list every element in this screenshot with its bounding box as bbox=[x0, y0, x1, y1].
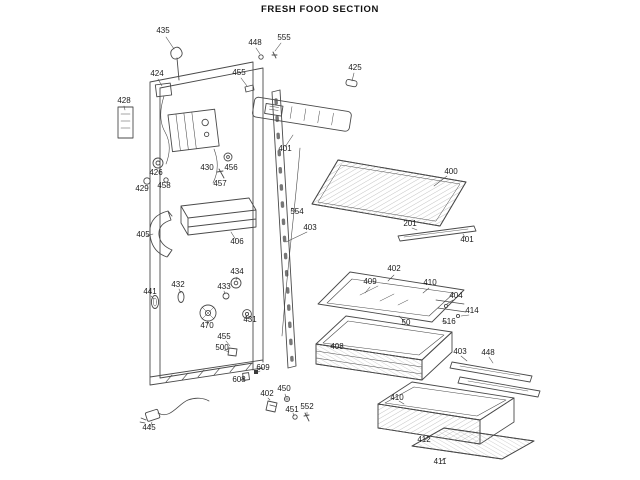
plug-609 bbox=[254, 370, 258, 374]
part-label-405: 405 bbox=[136, 230, 150, 239]
washer-458 bbox=[163, 177, 169, 183]
bottom-fasteners bbox=[242, 370, 310, 422]
screw-555 bbox=[271, 51, 278, 59]
bracket-500 bbox=[227, 347, 238, 357]
leader-lines bbox=[123, 36, 494, 462]
part-label-403: 403 bbox=[303, 223, 317, 232]
part-label-457: 457 bbox=[213, 179, 227, 188]
part-label-433: 433 bbox=[217, 282, 231, 291]
part-label-430: 430 bbox=[200, 163, 214, 172]
part-label-451: 451 bbox=[285, 405, 299, 414]
heater-wire-554 bbox=[281, 147, 301, 337]
plug-445 bbox=[144, 408, 161, 422]
part-label-554: 554 bbox=[290, 207, 304, 216]
corner-bracket-455 bbox=[244, 84, 255, 93]
part-label-408: 408 bbox=[330, 342, 344, 351]
part-label-50: 50 bbox=[402, 318, 411, 327]
grommet-429 bbox=[143, 177, 151, 185]
part-label-448: 448 bbox=[481, 348, 495, 357]
power-cord bbox=[139, 397, 210, 424]
snack-pan bbox=[315, 315, 453, 381]
part-label-609: 609 bbox=[256, 363, 270, 372]
part-label-450: 450 bbox=[277, 384, 291, 393]
part-label-201: 201 bbox=[403, 219, 417, 228]
part-label-426: 426 bbox=[149, 168, 163, 177]
gasket-432 bbox=[177, 291, 185, 303]
roller-431 bbox=[242, 309, 252, 319]
clip-425 bbox=[345, 79, 358, 88]
part-label-402: 402 bbox=[260, 389, 274, 398]
relay-424 bbox=[154, 82, 173, 98]
control-unit bbox=[117, 82, 233, 185]
part-label-411: 411 bbox=[434, 457, 447, 466]
part-label-428: 428 bbox=[117, 96, 131, 105]
stud-516 bbox=[455, 313, 461, 319]
screw-552 bbox=[303, 412, 310, 422]
part-label-552: 552 bbox=[300, 402, 314, 411]
part-label-402: 402 bbox=[387, 264, 401, 273]
stud-414 bbox=[443, 303, 449, 309]
part-label-456: 456 bbox=[224, 163, 238, 172]
part-label-403: 403 bbox=[453, 347, 467, 356]
part-label-445: 445 bbox=[142, 423, 156, 432]
screw-457 bbox=[216, 168, 225, 179]
part-label-448: 448 bbox=[248, 38, 262, 47]
bushing-456 bbox=[223, 152, 233, 162]
bracket-428 bbox=[117, 106, 134, 139]
part-label-429: 429 bbox=[135, 184, 149, 193]
part-label-500: 500 bbox=[215, 343, 229, 352]
part-label-409: 409 bbox=[363, 277, 377, 286]
part-label-410: 410 bbox=[423, 278, 437, 287]
part-label-412: 412 bbox=[417, 435, 431, 444]
grommet-435 bbox=[170, 46, 183, 81]
page-title: FRESH FOOD SECTION bbox=[261, 4, 379, 15]
trim-strip bbox=[397, 225, 477, 242]
part-label-432: 432 bbox=[171, 280, 185, 289]
clip-608 bbox=[242, 372, 250, 381]
washer-451 bbox=[292, 414, 298, 420]
part-label-470: 470 bbox=[200, 321, 214, 330]
part-label-414: 414 bbox=[465, 306, 479, 315]
screw-448 bbox=[258, 54, 264, 60]
door-trim-panel bbox=[252, 96, 352, 132]
part-label-434: 434 bbox=[230, 267, 244, 276]
glass-shelf-assembly bbox=[317, 271, 467, 323]
wheel-434 bbox=[230, 277, 242, 289]
washer-433 bbox=[222, 292, 230, 300]
part-label-401: 401 bbox=[278, 144, 292, 153]
part-label-431: 431 bbox=[243, 315, 257, 324]
part-label-435: 435 bbox=[156, 26, 170, 35]
bracket-405 bbox=[149, 210, 173, 258]
nameplate bbox=[264, 103, 284, 117]
bracket-402 bbox=[265, 400, 278, 413]
cover-pan-406 bbox=[180, 197, 257, 236]
part-label-455: 455 bbox=[232, 68, 246, 77]
wire-harness bbox=[160, 95, 218, 184]
part-label-424: 424 bbox=[150, 69, 164, 78]
side-rails bbox=[449, 361, 541, 398]
part-label-404: 404 bbox=[449, 291, 463, 300]
gasket-441 bbox=[150, 295, 160, 309]
part-label-410: 410 bbox=[390, 393, 404, 402]
part-label-516: 516 bbox=[442, 317, 456, 326]
base-grille bbox=[411, 427, 535, 460]
part-label-425: 425 bbox=[348, 63, 362, 72]
part-label-555: 555 bbox=[277, 33, 291, 42]
part-label-401: 401 bbox=[460, 235, 474, 244]
screw-450 bbox=[283, 395, 291, 403]
part-label-400: 400 bbox=[444, 167, 458, 176]
mullion-strip bbox=[271, 89, 301, 369]
wire-shelf bbox=[311, 159, 467, 227]
part-label-458: 458 bbox=[157, 181, 171, 190]
part-label-441: 441 bbox=[143, 287, 157, 296]
part-label-455: 455 bbox=[217, 332, 231, 341]
small-parts-cluster bbox=[150, 277, 252, 357]
shelf-bracket-404 bbox=[435, 299, 467, 313]
knob-426 bbox=[152, 157, 164, 169]
part-label-608: 608 bbox=[232, 375, 246, 384]
part-label-406: 406 bbox=[230, 237, 244, 246]
